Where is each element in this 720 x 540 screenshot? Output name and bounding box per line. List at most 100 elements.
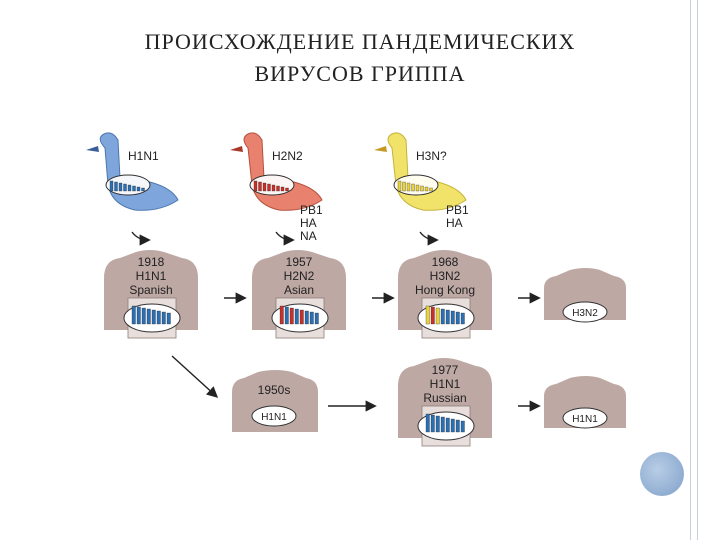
bird-1: H1N1	[86, 132, 179, 211]
bird-3: H3N? PB1 HA	[374, 132, 469, 230]
bird-1-segment-6	[132, 185, 136, 192]
bird-1-beak	[86, 146, 99, 152]
bird-3-gene-2: HA	[446, 216, 463, 230]
human-1968-segment-8	[460, 312, 465, 325]
title-line-1: ПРОИСХОЖДЕНИЕ ПАНДЕМИЧЕСКИХ	[144, 29, 576, 54]
bird-3-segment-4	[411, 183, 415, 192]
bird-2-segment-5	[271, 184, 276, 192]
human-1977-segment-7	[455, 419, 460, 433]
bird-3-segment-1	[397, 180, 402, 192]
page-title: ПРОИСХОЖДЕНИЕ ПАНДЕМИЧЕСКИХ ВИРУСОВ ГРИП…	[40, 26, 680, 90]
human-1957-segment-1	[279, 305, 284, 325]
human-1957-year: 1957	[286, 255, 313, 269]
human-1918-subtype: H1N1	[136, 269, 167, 283]
arrow-bird2-human2	[275, 231, 295, 246]
human-1968-segment-7	[455, 311, 460, 325]
human-1918-segment-7	[161, 311, 166, 325]
human-1977-segment-6	[450, 418, 455, 433]
human-1918-year: 1918	[138, 255, 165, 269]
human-1957-segment-6	[304, 310, 309, 325]
bird-1-segment-1	[109, 180, 114, 192]
human-1950s: 1950s H1N1	[232, 370, 318, 432]
human-1977: 1977 H1N1 Russian	[398, 358, 492, 447]
human-1950s-virus	[251, 405, 297, 427]
arrow-bird1-human1	[131, 231, 151, 246]
human-1968-segment-4	[440, 308, 445, 325]
human-1918-segment-8	[166, 312, 171, 325]
bird-2-segment-3	[262, 182, 267, 192]
bird-1-segment-4	[123, 183, 127, 192]
human-1950s-virus-label: H1N1	[261, 412, 287, 423]
bird-3-segment-2	[402, 181, 406, 192]
human-1968: 1968 H3N2 Hong Kong	[398, 250, 492, 339]
human-1957-subtype: H2N2	[284, 269, 315, 283]
human-1977-segment-8	[460, 420, 465, 433]
human-1950s-label: 1950s	[258, 383, 291, 397]
human-1918-segment-4	[146, 308, 151, 325]
human-1968-segment-3	[435, 307, 440, 325]
human-1977-segment-1	[425, 413, 430, 433]
human-1977-segment-3	[435, 415, 440, 433]
human-1957-segment-4	[294, 308, 299, 325]
bird-2-label: H2N2	[272, 149, 303, 163]
title-line-2: ВИРУСОВ ГРИППА	[254, 61, 466, 86]
human-1957-name: Asian	[284, 283, 314, 297]
human-later-h3n2-virus	[562, 301, 608, 323]
human-1968-segment-2	[430, 306, 435, 325]
human-1968-year: 1968	[432, 255, 459, 269]
human-1957: 1957 H2N2 Asian	[252, 250, 346, 339]
human-later-h1n1: H1N1	[544, 376, 626, 429]
human-1957-segment-8	[314, 312, 319, 325]
human-1918-segment-3	[141, 307, 146, 325]
bird-1-body	[99, 132, 179, 211]
human-1968-subtype: H3N2	[430, 269, 461, 283]
bird-3-segment-6	[420, 185, 424, 192]
bird-3-segment-8	[429, 187, 433, 192]
bird-2-gene-1: PB1	[300, 203, 323, 217]
arrow-1918-1950s	[171, 355, 219, 398]
bird-2-segment-7	[280, 186, 285, 192]
bird-2-segment-8	[285, 187, 289, 192]
human-1918-segment-1	[131, 305, 136, 325]
human-1977-segment-5	[445, 417, 450, 433]
bird-3-label: H3N?	[416, 149, 447, 163]
bird-2-segment-6	[276, 185, 280, 192]
arrow-bird3-human3	[419, 231, 439, 246]
human-1918-segment-5	[151, 309, 156, 325]
human-1968-segment-5	[445, 309, 450, 325]
bird-1-segment-7	[136, 186, 141, 192]
human-later-h1n1-virus	[562, 407, 608, 429]
bird-1-segment-3	[118, 182, 123, 192]
human-1957-segment-2	[284, 306, 289, 325]
bird-1-segment-2	[114, 181, 118, 192]
bird-1-label: H1N1	[128, 149, 159, 163]
human-1977-subtype: H1N1	[430, 377, 461, 391]
gene-segments	[109, 180, 465, 433]
human-1918-name: Spanish	[129, 283, 172, 297]
human-1957-segment-7	[309, 311, 314, 325]
bird-1-segment-8	[141, 187, 145, 192]
slide-border	[690, 0, 698, 540]
bird-3-gene-1: PB1	[446, 203, 469, 217]
human-later-h3n2-torso	[544, 268, 626, 320]
human-1977-segment-4	[440, 416, 445, 433]
bird-3-segment-3	[406, 182, 411, 192]
human-1968-segment-1	[425, 305, 430, 325]
human-later-h3n2: H3N2	[544, 268, 626, 323]
bird-2-body	[243, 132, 323, 211]
human-1977-year: 1977	[432, 363, 459, 377]
bird-3-segment-7	[424, 186, 429, 192]
human-later-h3n2-label: H3N2	[572, 308, 598, 319]
human-1918-segment-6	[156, 310, 161, 325]
decorative-circle	[640, 452, 684, 496]
bird-2-beak	[230, 146, 243, 152]
bird-2-segment-4	[267, 183, 271, 192]
bird-2-segment-1	[253, 180, 258, 192]
bird-3-beak	[374, 146, 387, 152]
bird-1-segment-5	[127, 184, 132, 192]
bird-2-segment-2	[258, 181, 262, 192]
human-1918-segment-2	[136, 306, 141, 325]
bird-2-gene-2: HA	[300, 216, 317, 230]
human-1977-segment-2	[430, 414, 435, 433]
